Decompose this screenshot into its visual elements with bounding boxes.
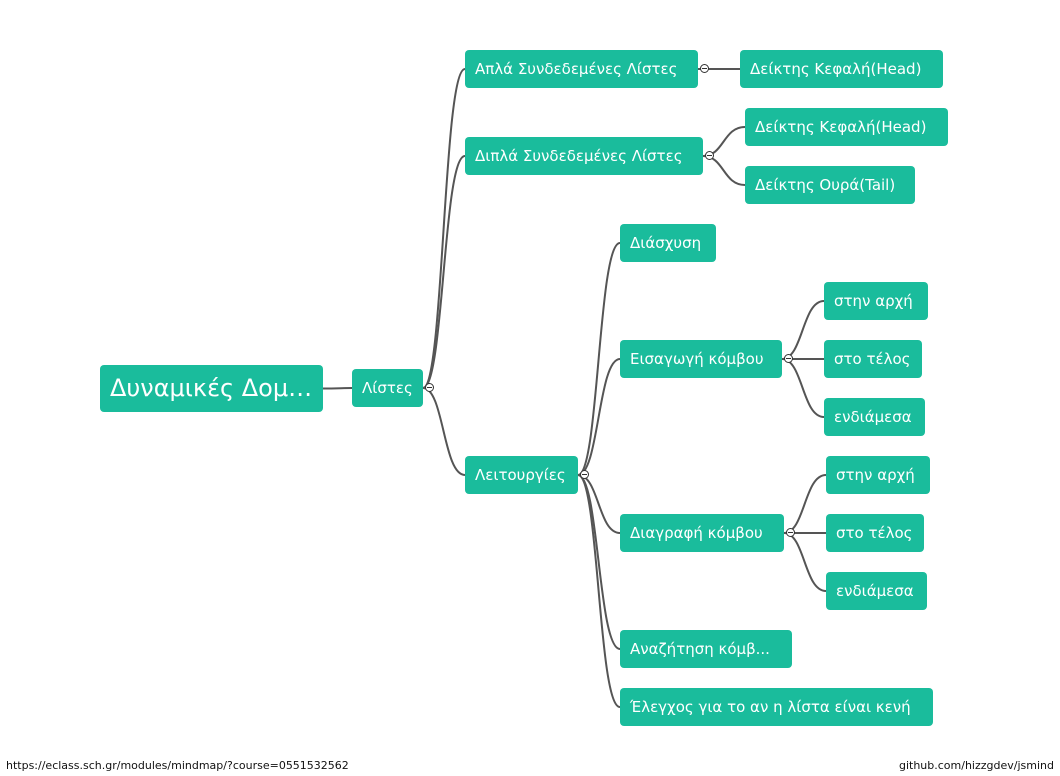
footer-url: https://eclass.sch.gr/modules/mindmap/?c…	[6, 759, 349, 772]
collapse-toggle-icon[interactable]	[425, 383, 434, 392]
node-insert-end[interactable]: στο τέλος	[824, 340, 922, 378]
node-delete-end[interactable]: στο τέλος	[826, 514, 924, 552]
collapse-toggle-icon[interactable]	[580, 470, 589, 479]
connector-line	[422, 155, 466, 389]
node-delete[interactable]: Διαγραφή κόμβου	[620, 514, 784, 552]
node-empty-check[interactable]: Έλεγχος για το αν η λίστα είναι κενή	[620, 688, 933, 726]
node-lists[interactable]: Λίστες	[352, 369, 423, 407]
node-search[interactable]: Αναζήτηση κόμβ...	[620, 630, 792, 668]
node-delete-start[interactable]: στην αρχή	[826, 456, 930, 494]
connector-line	[322, 387, 353, 390]
connector-line	[577, 474, 621, 650]
node-insert-middle[interactable]: ενδιάμεσα	[824, 398, 925, 436]
node-operations[interactable]: Λειτουργίες	[465, 456, 578, 494]
connector-line	[783, 532, 827, 592]
collapse-toggle-icon[interactable]	[784, 354, 793, 363]
connector-line	[781, 300, 825, 360]
connector-line	[781, 358, 825, 418]
node-traversal[interactable]: Διάσχυση	[620, 224, 716, 262]
footer-credit[interactable]: github.com/hizzgdev/jsmind	[898, 759, 1054, 772]
connector-line	[577, 358, 621, 476]
node-insert[interactable]: Εισαγωγή κόμβου	[620, 340, 782, 378]
node-insert-start[interactable]: στην αρχή	[824, 282, 928, 320]
connector-line	[422, 68, 466, 389]
node-delete-middle[interactable]: ενδιάμεσα	[826, 572, 927, 610]
collapse-toggle-icon[interactable]	[700, 64, 709, 73]
connector-line	[702, 155, 746, 186]
connector-line	[577, 474, 621, 708]
collapse-toggle-icon[interactable]	[786, 528, 795, 537]
collapse-toggle-icon[interactable]	[705, 151, 714, 160]
connector-line	[422, 387, 466, 476]
connector-line	[577, 242, 621, 476]
connector-line	[783, 474, 827, 534]
node-singly-linked-lists[interactable]: Απλά Συνδεδεμένες Λίστες	[465, 50, 698, 88]
node-root[interactable]: Δυναμικές Δομές	[100, 365, 323, 412]
node-doubly-tail-pointer[interactable]: Δείκτης Ουρά(Tail)	[745, 166, 915, 204]
node-doubly-linked-lists[interactable]: Διπλά Συνδεδεμένες Λίστες	[465, 137, 703, 175]
node-singly-head-pointer[interactable]: Δείκτης Κεφαλή(Head)	[740, 50, 943, 88]
node-doubly-head-pointer[interactable]: Δείκτης Κεφαλή(Head)	[745, 108, 948, 146]
